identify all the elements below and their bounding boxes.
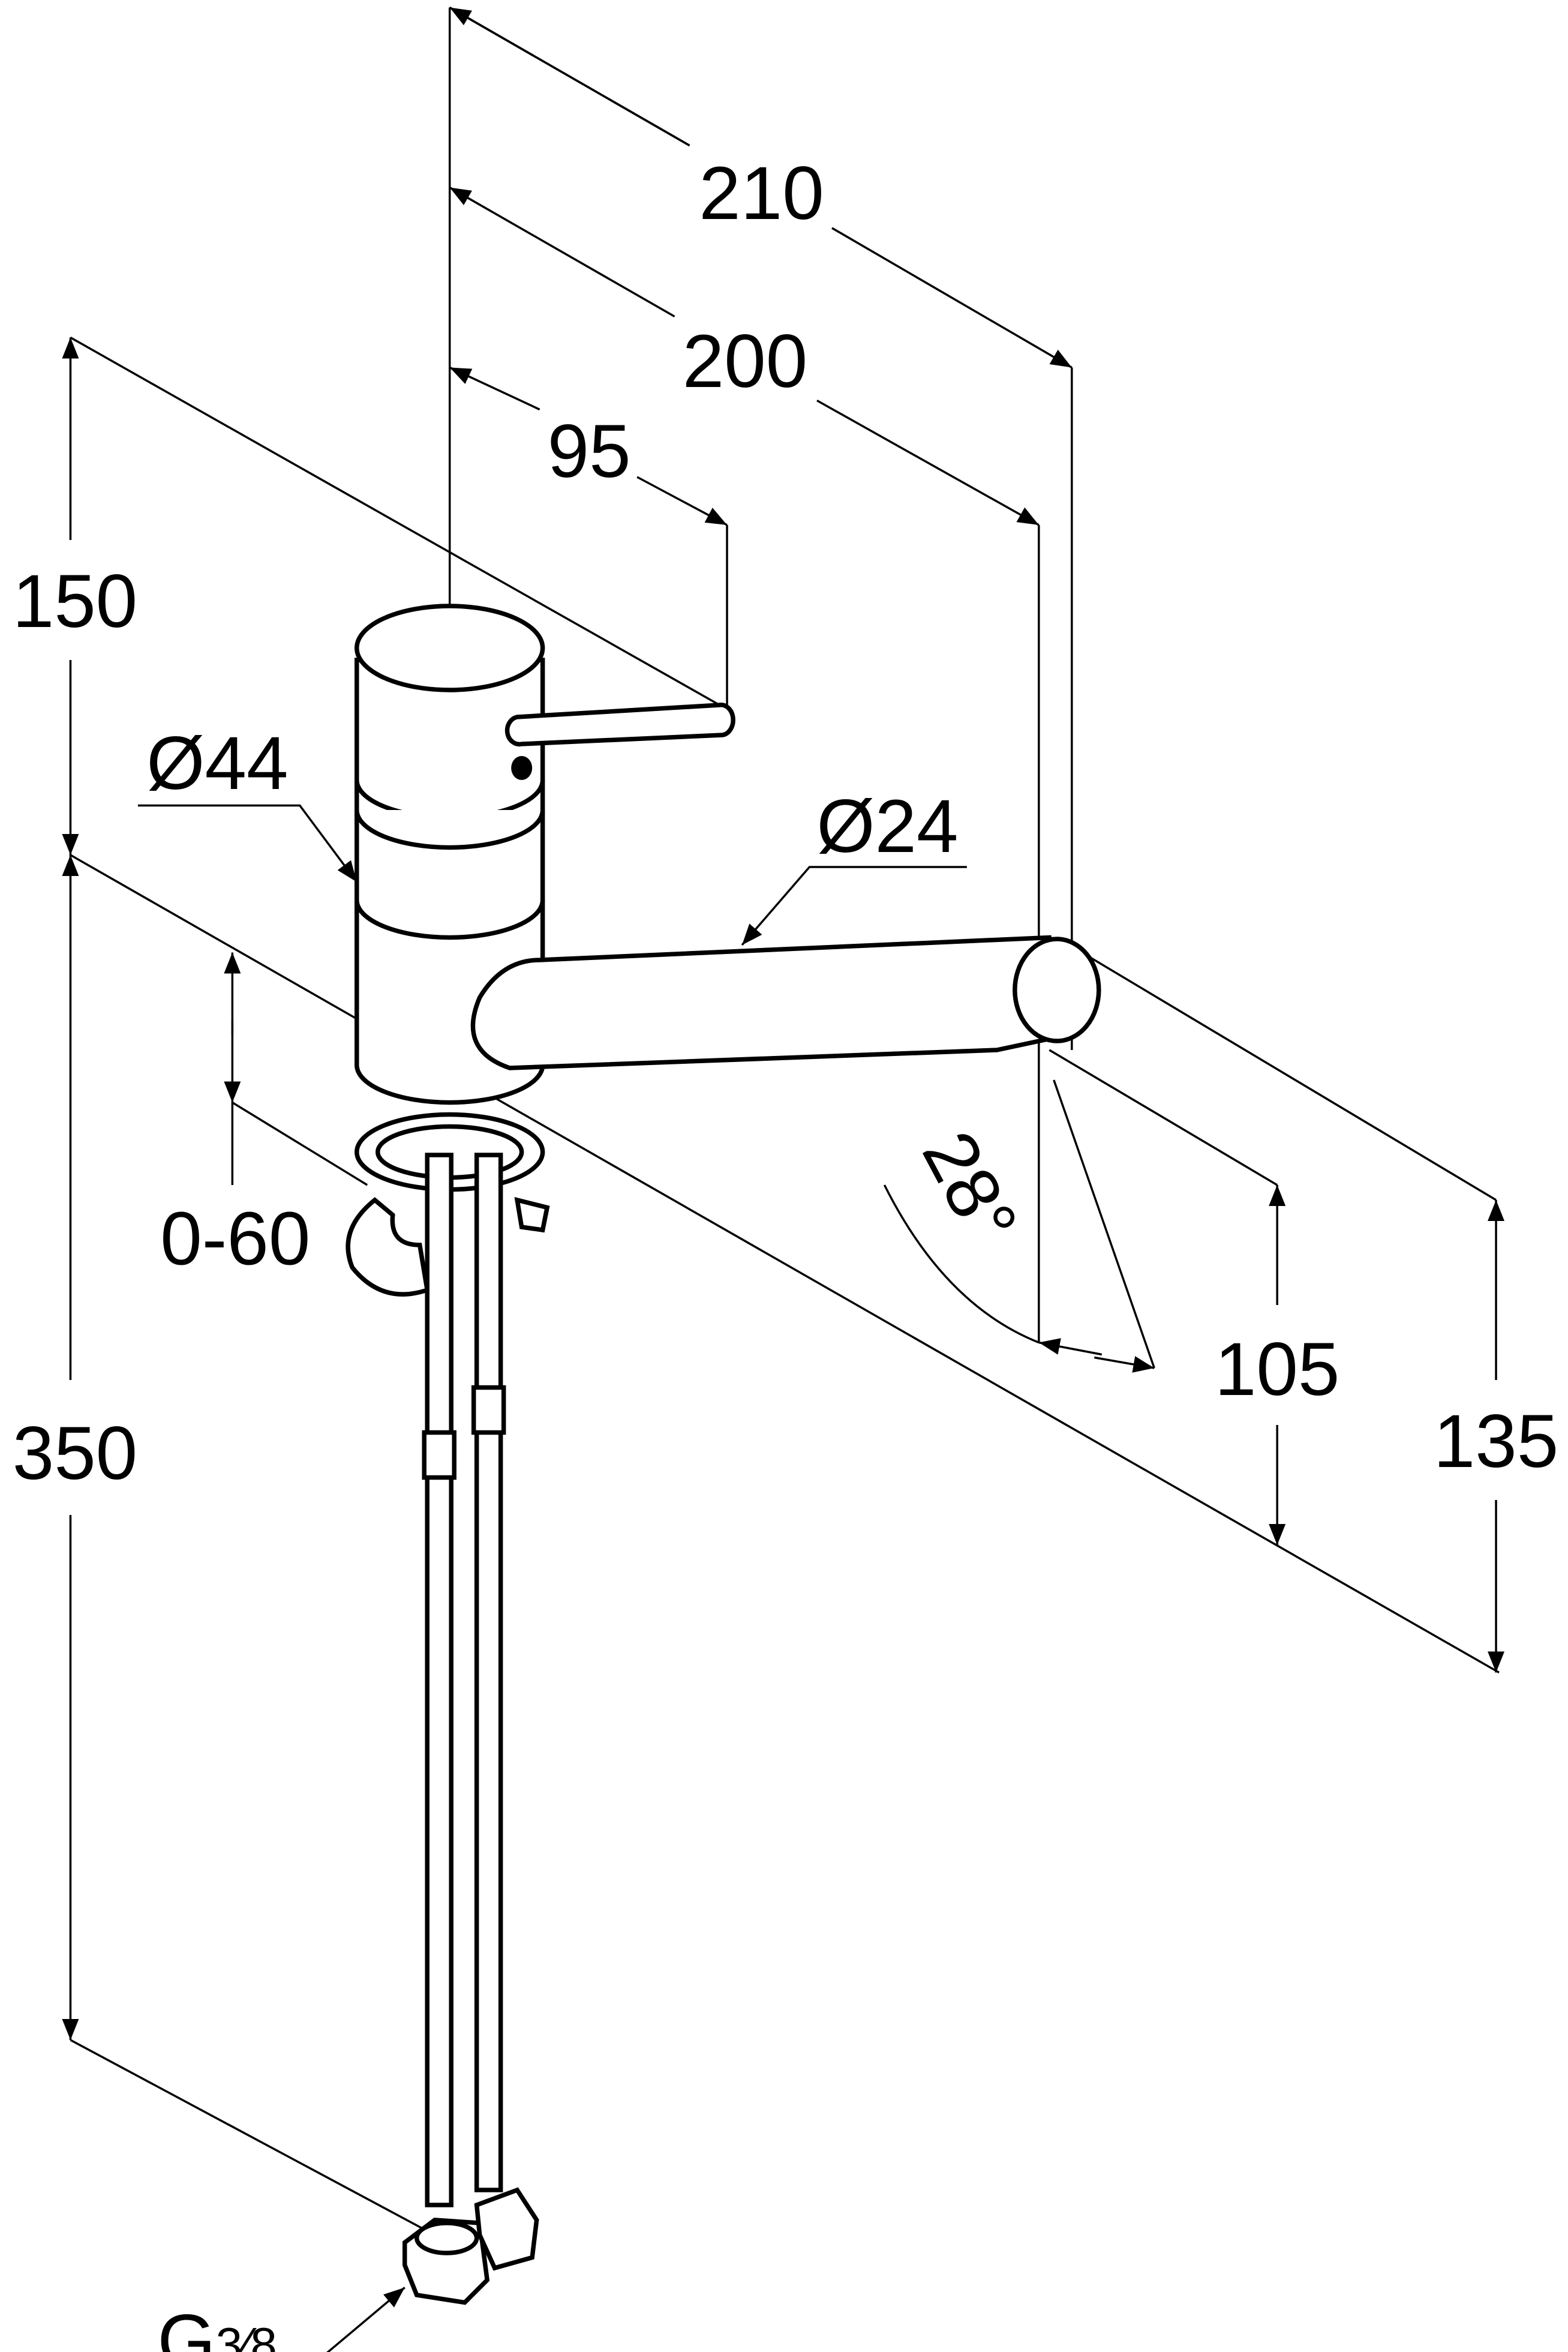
dim-diameter-44: Ø44 — [146, 722, 288, 805]
dim-95: 95 — [548, 410, 631, 493]
dim-210: 210 — [699, 152, 824, 235]
dim-angle-28: 28° — [906, 1118, 1033, 1258]
thread-size-label: G3⁄8 — [157, 2300, 277, 2352]
dim-diameter-24: Ø24 — [816, 785, 958, 868]
supply-hoses — [402, 1153, 539, 2305]
dim-350: 350 — [13, 1412, 137, 1495]
dim-200: 200 — [683, 320, 807, 403]
dim-0-60: 0-60 — [160, 1197, 310, 1280]
dimension-lines — [62, 6, 1505, 2352]
faucet-body — [355, 604, 1101, 1105]
dim-105: 105 — [1215, 1328, 1339, 1411]
dimension-labels: 210 200 95 150 350 135 105 0-60 28° Ø44 … — [13, 152, 1559, 2352]
dim-150: 150 — [13, 560, 137, 643]
dim-135: 135 — [1434, 1400, 1558, 1483]
